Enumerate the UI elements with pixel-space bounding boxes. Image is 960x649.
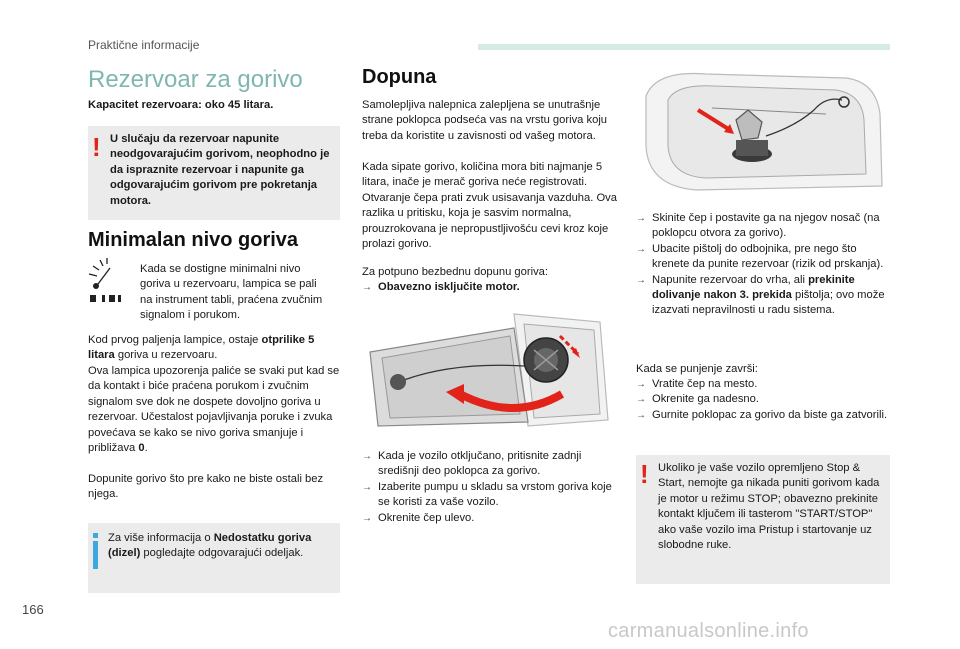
done-title: Kada se punjenje završi: xyxy=(636,363,758,375)
capacity-text: Kapacitet rezervoara: oko 45 litara. xyxy=(88,99,274,111)
text-run: Za više informacija o xyxy=(108,532,214,544)
first-lamp-paragraph: Kod prvog paljenja lampice, ostaje otpri… xyxy=(88,333,340,364)
cap-holder-illustration xyxy=(645,72,883,191)
text-run: Napunite rezervoar do vrha, ali xyxy=(652,273,809,286)
refuel-soon-paragraph: Dopunite gorivo što pre kako ne biste os… xyxy=(88,473,324,501)
refuel-heading: Dopuna xyxy=(362,66,437,88)
done-step: Vratite čep na mesto. xyxy=(636,377,894,393)
text-run-bold: otprilike 5 litara xyxy=(88,334,315,362)
fill-step: Napunite rezervoar do vrha, ali prekinit… xyxy=(636,273,894,319)
min-quantity-paragraph: Kada sipate gorivo, količina mora biti n… xyxy=(362,161,603,189)
text-run: goriva u rezervoaru. xyxy=(114,349,218,362)
warning-text: U slučaju da rezervoar napunite neodgova… xyxy=(110,133,330,207)
warning-icon: ! xyxy=(640,459,649,489)
fill-steps-list: Skinite čep i postavite ga na njegov nos… xyxy=(636,211,894,319)
header-accent-bar xyxy=(478,44,890,50)
sticker-paragraph: Samolepljiva nalepnica zalepljena se unu… xyxy=(362,99,608,142)
fill-step: Ubacite pištolj do odbojnika, pre nego š… xyxy=(636,242,894,273)
text-run: Ova lampica upozorenja paliće se svaki p… xyxy=(88,365,340,455)
open-step: Kada je vozilo otključano, pritisnite za… xyxy=(362,449,620,480)
done-step: Okrenite ga nadesno. xyxy=(636,392,894,408)
text-run-bold: 0 xyxy=(138,442,145,455)
safety-step: Obavezno isključite motor. xyxy=(362,280,620,296)
pressure-paragraph: Otvaranje čepa prati zvuk usisavanja vaz… xyxy=(362,192,617,251)
safety-intro: Za potpuno bezbednu dopunu goriva: xyxy=(362,266,548,278)
done-steps-list: Vratite čep na mesto. Okrenite ga nadesn… xyxy=(636,377,894,424)
stop-start-warning-box: ! Ukoliko je vaše vozilo opremljeno Stop… xyxy=(636,455,890,584)
fuel-flap-illustration xyxy=(369,313,609,427)
info-icon xyxy=(93,541,98,569)
safety-list: Obavezno isključite motor. xyxy=(362,280,620,296)
done-step: Gurnite poklopac za gorivo da biste ga z… xyxy=(636,408,894,424)
stop-start-warning-text: Ukoliko je vaše vozilo opremljeno Stop &… xyxy=(658,462,880,552)
info-text: Za više informacija o Nedostatku goriva … xyxy=(108,531,334,562)
info-icon-dot xyxy=(93,533,98,538)
text-run: Kod prvog paljenja lampice, ostaje xyxy=(88,334,262,346)
open-steps-list: Kada je vozilo otključano, pritisnite za… xyxy=(362,449,620,526)
text-run: . xyxy=(144,442,148,455)
text-run-bold: prekinite dolivanje nakon 3. prekida xyxy=(652,273,855,302)
page-title: Rezervoar za gorivo xyxy=(88,66,303,93)
min-level-heading: Minimalan nivo goriva xyxy=(88,229,299,251)
text-run-bold: Nedostatku goriva (dizel) xyxy=(108,532,312,560)
fuel-gauge-icon xyxy=(88,258,121,302)
text-run: Skinite čep i postavite ga na njegov nos… xyxy=(652,212,880,240)
section-header: Praktične informacije xyxy=(88,38,200,52)
min-lamp-text: Kada se dostigne minimalni nivo goriva u… xyxy=(140,263,323,322)
watermark: carmanualsonline.info xyxy=(608,620,809,642)
warning-icon: ! xyxy=(92,132,101,162)
page-number: 166 xyxy=(22,602,44,617)
open-step: Izaberite pumpu u skladu sa vrstom goriv… xyxy=(362,480,620,511)
text-run: Ubacite pištolj do odbojnika, pre nego š… xyxy=(652,242,884,271)
text-run: pogledajte odgovarajući odeljak. xyxy=(140,547,304,560)
info-box: Za više informacija o Nedostatku goriva … xyxy=(88,523,340,593)
fill-step: Skinite čep i postavite ga na njegov nos… xyxy=(636,211,894,242)
warning-box: ! U slučaju da rezervoar napunite neodgo… xyxy=(88,126,340,220)
lamp-repeat-paragraph: Ova lampica upozorenja paliće se svaki p… xyxy=(88,364,340,456)
text-run: pištolja; ovo može izazvati nepravilnost… xyxy=(652,289,885,317)
open-step: Okrenite čep ulevo. xyxy=(362,511,620,527)
